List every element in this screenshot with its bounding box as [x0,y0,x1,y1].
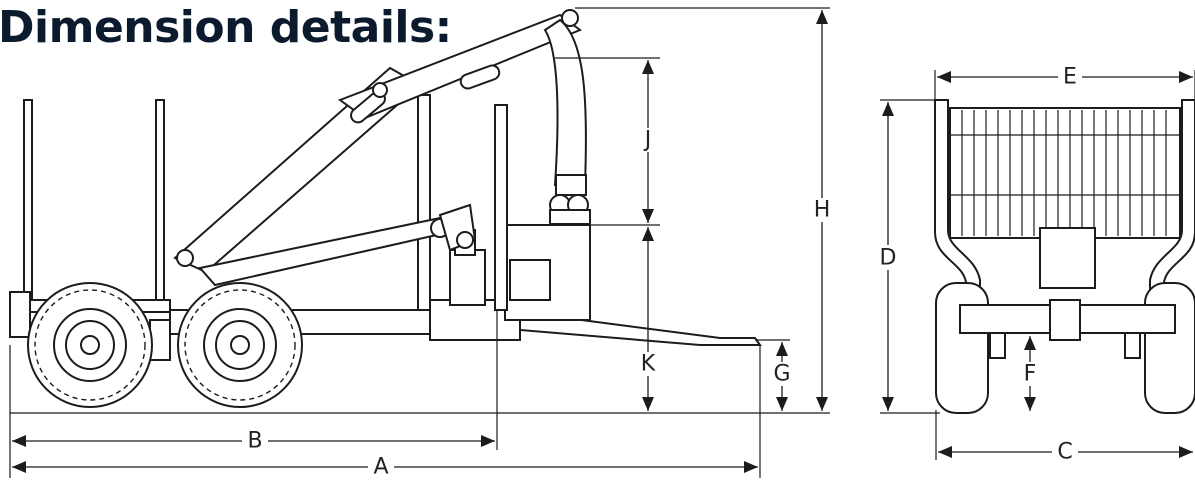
grapple-arm [543,18,591,225]
dimension-label-e: E [1063,65,1077,90]
dimension-label-h: H [814,198,831,223]
dimension-d [880,99,940,414]
dimension-c [935,410,1193,460]
crane-base [417,94,591,321]
dimension-label-d: D [880,246,897,271]
dimension-label-c: C [1057,440,1072,465]
rear-view-trailer [934,99,1195,414]
dimension-j [555,57,660,226]
rear-stakes [23,99,165,301]
dimension-label-b: B [247,429,262,454]
dimension-label-a: A [373,455,388,480]
rear-wheel [27,282,153,408]
dimension-f [1024,336,1036,411]
dimension-e [934,70,1195,100]
front-wheel [177,282,303,408]
dimension-g [755,339,790,411]
dimension-k [642,227,654,411]
dimension-label-k: K [641,352,656,377]
dimension-a [12,345,761,478]
dimension-label-j: J [643,128,652,153]
dimension-label-f: F [1024,362,1037,387]
dimension-h [575,7,830,411]
crane-boom [173,9,583,287]
dimension-label-g: G [773,362,790,387]
diagram-title: Dimension details: [0,2,452,53]
load-grid-bars [950,110,1180,236]
side-view-trailer [9,9,830,414]
dimension-b [9,310,498,478]
